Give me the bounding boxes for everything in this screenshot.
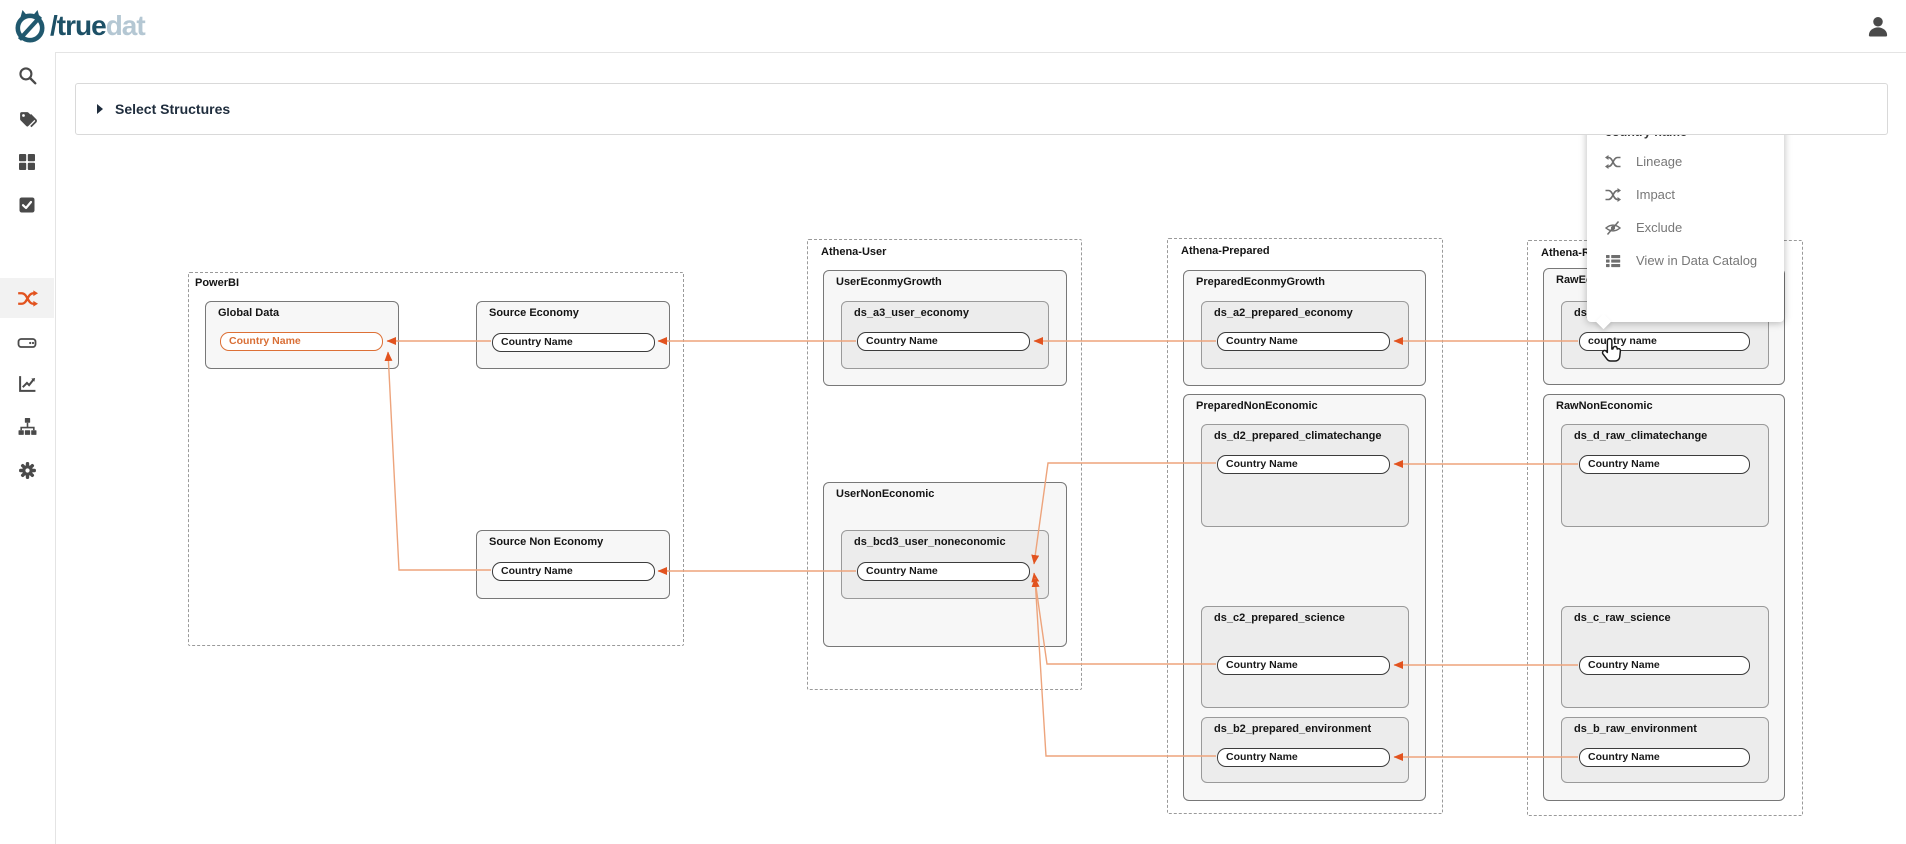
table-title: ds_d2_prepared_climatechange — [1214, 430, 1382, 442]
table-title: ds_c_raw_science — [1574, 612, 1671, 624]
node-title: Source Economy — [489, 307, 579, 319]
field-global-data-country-name[interactable]: Country Name — [220, 332, 383, 351]
table-title: ds_d_raw_climatechange — [1574, 430, 1707, 442]
user-menu-button[interactable] — [1864, 12, 1892, 40]
chart-line-icon — [18, 374, 37, 393]
user-icon — [1864, 12, 1892, 40]
node-title: Global Data — [218, 307, 279, 319]
storage-icon — [17, 331, 37, 351]
app-header: /truedat — [0, 0, 1906, 53]
menu-item-lineage[interactable]: Lineage — [1587, 145, 1784, 178]
sidebar-item-tags[interactable] — [0, 99, 54, 139]
sidebar-item-storage[interactable] — [0, 321, 54, 361]
tasks-icon — [18, 196, 36, 214]
caret-right-icon — [97, 104, 103, 114]
field-ds-b-country-name[interactable]: Country Name — [1579, 748, 1750, 767]
table-title: ds_a3_user_economy — [854, 307, 969, 319]
field-ds-a2-country-name[interactable]: Country Name — [1217, 332, 1390, 351]
settings-gear-icon — [18, 461, 37, 480]
sidebar-item-lineage[interactable] — [0, 278, 54, 318]
menu-item-label: Lineage — [1636, 154, 1682, 169]
menu-item-view-in-data-catalog[interactable]: View in Data Catalog — [1587, 244, 1784, 277]
logo-text-dat: dat — [106, 10, 145, 41]
node-title: PreparedEconmyGrowth — [1196, 276, 1325, 288]
impact-icon — [1605, 187, 1621, 203]
lineage-icon — [1605, 154, 1621, 170]
menu-item-exclude[interactable]: Exclude — [1587, 211, 1784, 244]
field-context-menu: country name Lineage — [1587, 108, 1784, 322]
field-ds-c2-country-name[interactable]: Country Name — [1217, 656, 1390, 675]
field-ds-bcd3-country-name[interactable]: Country Name — [857, 562, 1030, 581]
menu-item-label: Exclude — [1636, 220, 1682, 235]
group-label: Athena-Prepared — [1181, 245, 1270, 257]
exclude-eye-slash-icon — [1605, 220, 1621, 236]
lineage-shuffle-icon — [17, 288, 38, 309]
node-title: RawNonEconomic — [1556, 400, 1653, 412]
table-ds-d2-prepared-climatechange[interactable]: ds_d2_prepared_climatechange — [1201, 424, 1409, 527]
node-title: UserEconmyGrowth — [836, 276, 942, 288]
select-structures-panel[interactable]: Select Structures — [75, 83, 1888, 135]
table-ds-d-raw-climatechange[interactable]: ds_d_raw_climatechange — [1561, 424, 1769, 527]
hierarchy-icon — [18, 417, 37, 436]
field-ds-a-country-name[interactable]: country name — [1579, 332, 1750, 351]
select-structures-label: Select Structures — [115, 101, 230, 117]
field-source-economy-country-name[interactable]: Country Name — [492, 333, 655, 352]
field-ds-c-country-name[interactable]: Country Name — [1579, 656, 1750, 675]
field-ds-a3-country-name[interactable]: Country Name — [857, 332, 1030, 351]
table-title: ds_c2_prepared_science — [1214, 612, 1345, 624]
menu-item-impact[interactable]: Impact — [1587, 178, 1784, 211]
search-icon — [18, 66, 37, 85]
group-label: PowerBI — [195, 277, 239, 289]
catalog-list-icon — [1605, 253, 1621, 269]
field-ds-d-country-name[interactable]: Country Name — [1579, 455, 1750, 474]
sidebar-item-grid[interactable] — [0, 142, 54, 182]
truedat-logo[interactable]: /truedat — [12, 7, 145, 45]
sidebar-item-settings[interactable] — [0, 450, 54, 490]
sidebar-item-search[interactable] — [0, 55, 54, 95]
field-ds-d2-country-name[interactable]: Country Name — [1217, 455, 1390, 474]
logo-text-true: /true — [50, 10, 106, 41]
tags-icon — [18, 110, 37, 129]
table-title: ds_b_raw_environment — [1574, 723, 1697, 735]
grid-icon — [18, 153, 36, 171]
table-title: ds_a2_prepared_economy — [1214, 307, 1353, 319]
sidebar-item-hierarchy[interactable] — [0, 406, 54, 446]
owl-logo-icon — [12, 7, 48, 45]
table-title: ds_bcd3_user_noneconomic — [854, 536, 1006, 548]
field-ds-b2-country-name[interactable]: Country Name — [1217, 748, 1390, 767]
sidebar — [0, 52, 56, 844]
table-title: ds_b2_prepared_environment — [1214, 723, 1371, 735]
menu-item-label: Impact — [1636, 187, 1675, 202]
node-title: UserNonEconomic — [836, 488, 934, 500]
sidebar-item-chart[interactable] — [0, 363, 54, 403]
field-source-non-economy-country-name[interactable]: Country Name — [492, 562, 655, 581]
node-title: PreparedNonEconomic — [1196, 400, 1318, 412]
group-label: Athena-User — [821, 246, 886, 258]
sidebar-item-tasks[interactable] — [0, 185, 54, 225]
menu-item-label: View in Data Catalog — [1636, 253, 1757, 268]
node-title: Source Non Economy — [489, 536, 603, 548]
